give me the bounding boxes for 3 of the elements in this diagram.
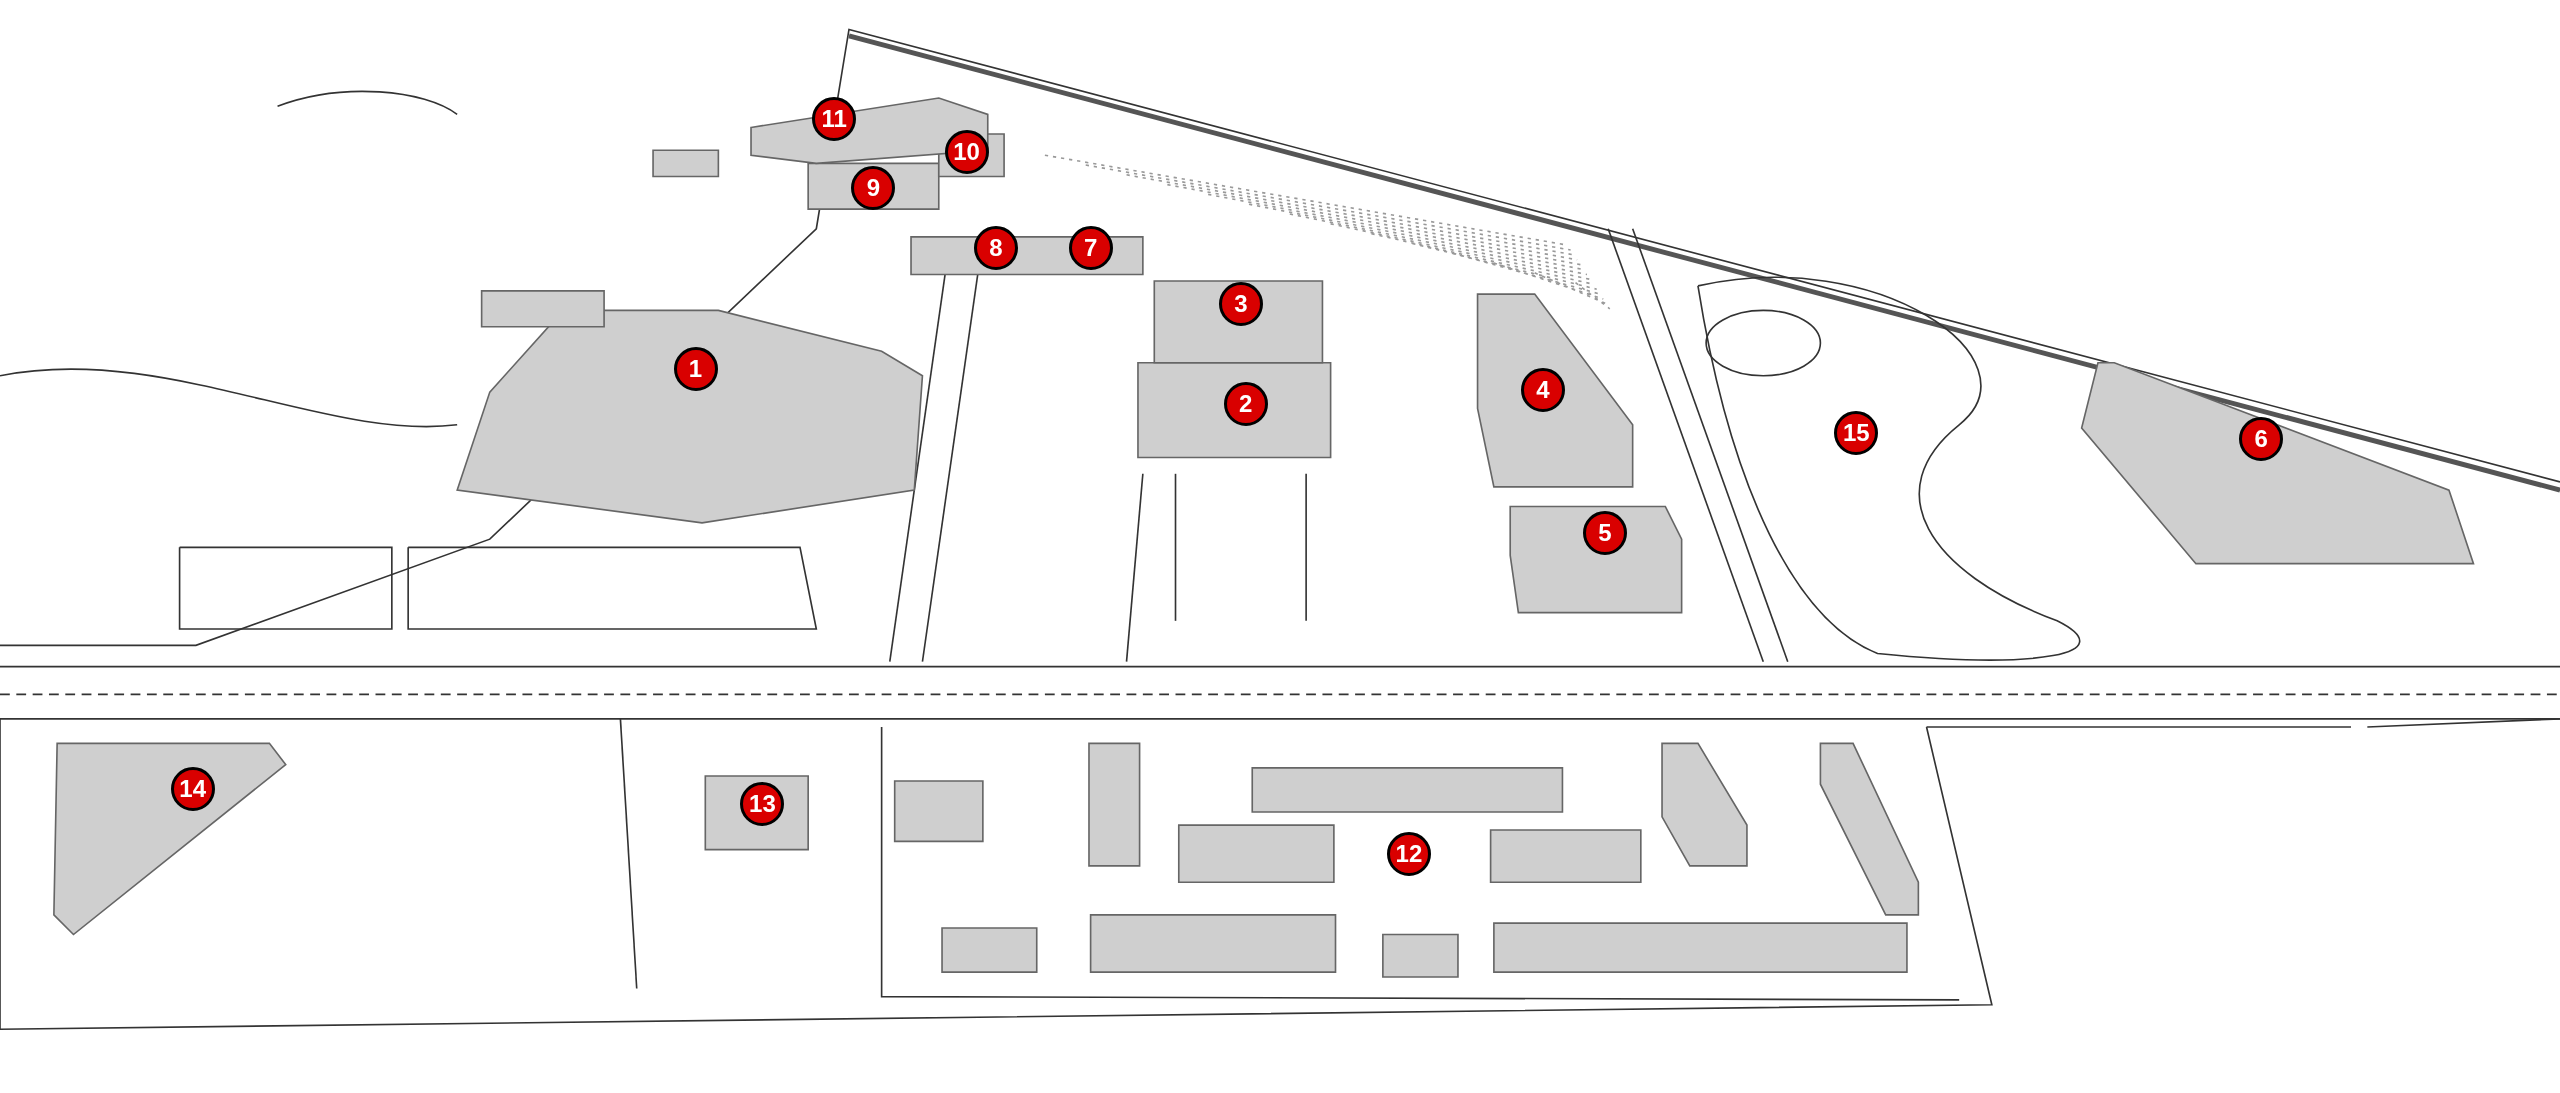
callout-number: 12 <box>1386 832 1431 877</box>
callout-number: 11 <box>812 97 857 142</box>
callout-number: 15 <box>1834 410 1879 455</box>
